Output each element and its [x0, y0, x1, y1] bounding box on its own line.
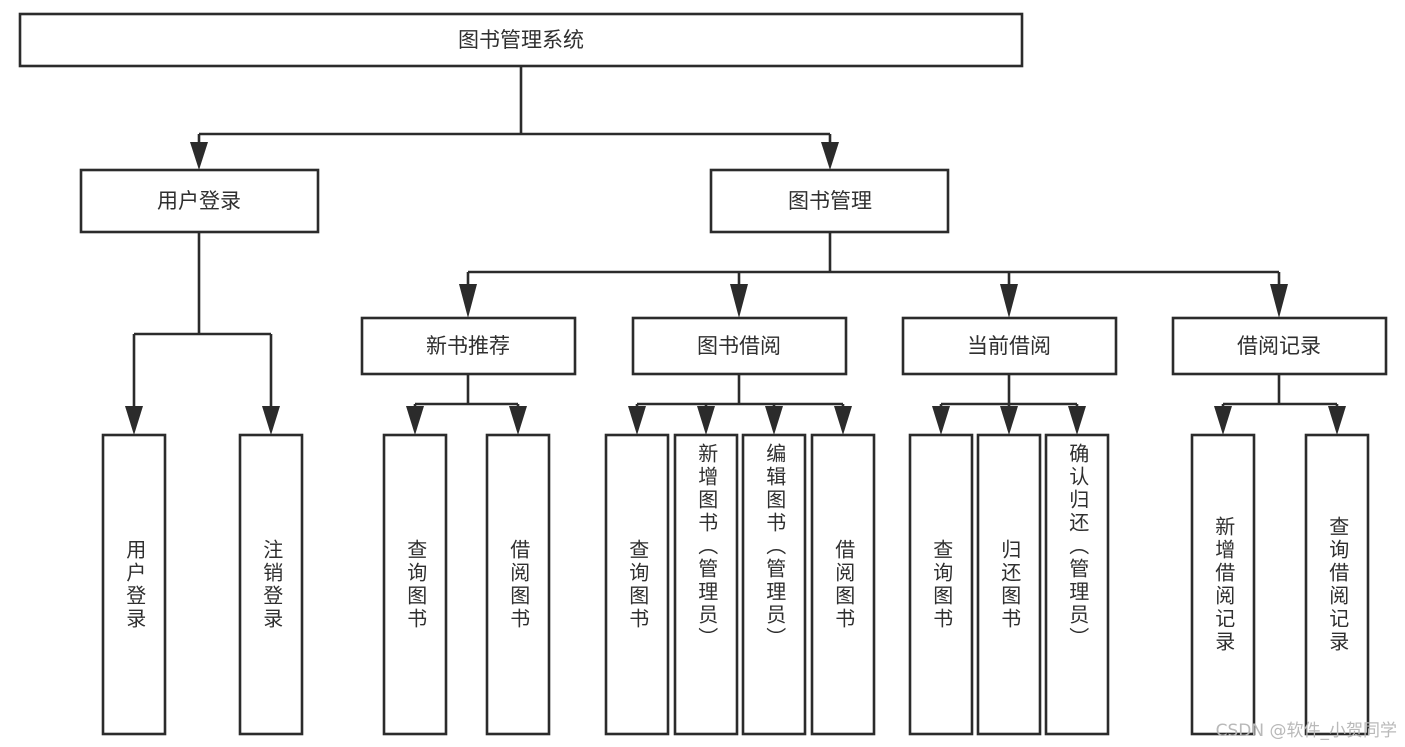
arrow-head-newbook-leaf-2 [509, 406, 527, 435]
arrow-head-currentborrow-leaf-3 [1068, 406, 1086, 435]
arrow-head-logout-leaf [262, 406, 280, 435]
arrow-head-borrowrecord-leaf-2 [1328, 406, 1346, 435]
leaf-box-query-book-1[interactable] [382, 433, 448, 736]
arrow-head-borrowrecord-leaf-1 [1214, 406, 1232, 435]
node-root-label: 图书管理系统 [458, 28, 584, 52]
node-user-login[interactable] [79, 168, 320, 234]
leaf-box-query-book-3[interactable] [908, 433, 974, 736]
arrow-head-bookborrow [730, 284, 748, 318]
leaf-box-query-record[interactable] [1304, 433, 1370, 736]
node-borrow-record-label: 借阅记录 [1237, 334, 1321, 358]
leaf-box-return-book[interactable] [976, 433, 1042, 736]
node-book-management[interactable] [709, 168, 950, 234]
leaf-box-edit-book[interactable] [741, 433, 807, 736]
leaf-box-logout[interactable] [238, 433, 304, 736]
node-book-management-label: 图书管理 [788, 189, 872, 213]
node-current-borrow[interactable] [901, 316, 1118, 376]
leaf-box-borrow-book-1[interactable] [485, 433, 551, 736]
node-user-login-label: 用户登录 [157, 189, 241, 213]
node-new-book-recommend[interactable] [360, 316, 577, 376]
arrow-head-currentborrow-leaf-2 [1000, 406, 1018, 435]
node-book-borrow[interactable] [631, 316, 848, 376]
watermark-text: CSDN @软件_小贺同学 [1215, 721, 1397, 741]
leaf-box-query-book-2[interactable] [604, 433, 670, 736]
arrow-head-newbook-leaf-1 [406, 406, 424, 435]
connector-group-currentborrow-leaves [932, 374, 1086, 435]
arrow-head-currentborrow-leaf-1 [932, 406, 950, 435]
connector-group-newbook-leaves [406, 374, 527, 435]
leaf-box-add-book[interactable] [673, 433, 739, 736]
arrow-head-bookborrow-leaf-3 [765, 406, 783, 435]
node-new-book-recommend-label: 新书推荐 [426, 334, 510, 358]
arrow-head-currentborrow [1000, 284, 1018, 318]
leaf-box-add-record[interactable] [1190, 433, 1256, 736]
arrow-head-bookborrow-leaf-4 [834, 406, 852, 435]
node-current-borrow-label: 当前借阅 [967, 334, 1051, 358]
connector-group-root [190, 66, 839, 170]
arrow-head-bookborrow-leaf-1 [628, 406, 646, 435]
node-borrow-record[interactable] [1171, 316, 1388, 376]
connector-group-borrowrecord-leaves [1214, 374, 1346, 435]
arrow-head-bookborrow-leaf-2 [697, 406, 715, 435]
connector-group-userlogin [125, 232, 280, 435]
leaf-box-user-login[interactable] [101, 433, 167, 736]
connector-group-bookmgmt [459, 232, 1288, 318]
arrow-head-userlogin [190, 142, 208, 170]
arrow-head-newbook [459, 284, 477, 318]
node-book-borrow-label: 图书借阅 [697, 334, 781, 358]
leaf-box-confirm-return[interactable] [1044, 433, 1110, 736]
leaf-box-borrow-book-2[interactable] [810, 433, 876, 736]
arrow-head-bookmgmt [821, 142, 839, 170]
node-root[interactable] [18, 12, 1024, 68]
arrow-head-borrowrecord [1270, 284, 1288, 318]
connector-group-bookborrow-leaves [628, 374, 852, 435]
arrow-head-user-login-leaf [125, 406, 143, 435]
